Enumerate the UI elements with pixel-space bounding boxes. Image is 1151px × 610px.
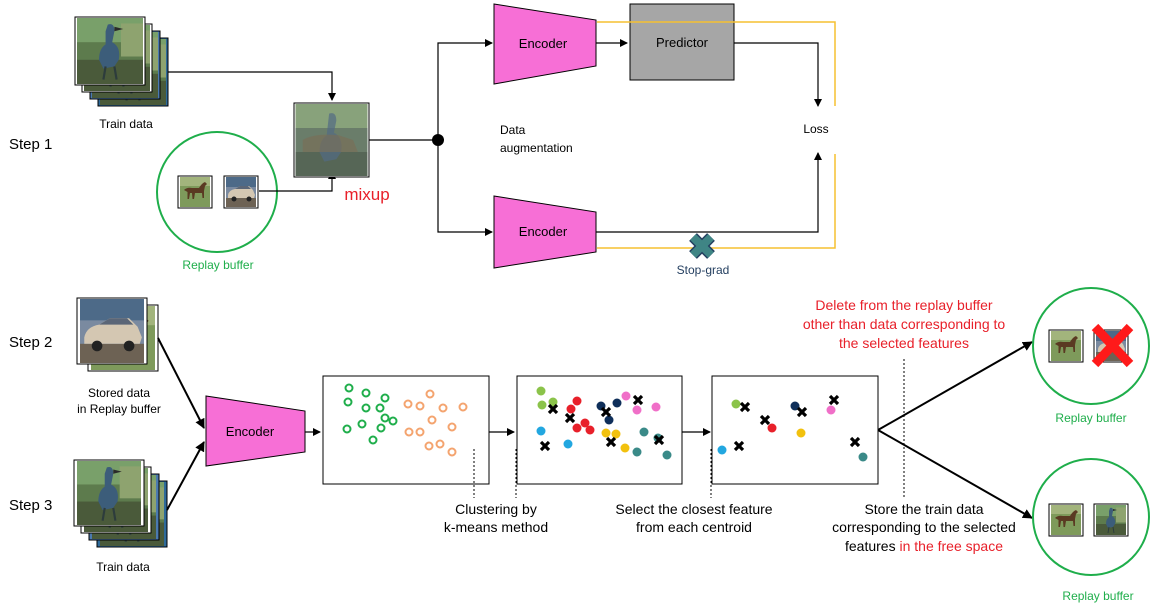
stored-data-line1: Stored data <box>88 386 150 400</box>
horse-thumbnail-top <box>1051 331 1081 361</box>
selected-panel <box>711 375 879 485</box>
encoder-top <box>493 3 597 85</box>
selected-points <box>717 399 868 462</box>
aug-label-line1: Data <box>500 123 526 137</box>
gradient-path-top <box>597 21 836 106</box>
cluster-points <box>536 386 672 460</box>
store-line3: features in the free space <box>845 538 1003 554</box>
store-line1: Store the train data <box>864 501 983 517</box>
delete-line2: other than data corresponding to <box>803 316 1006 332</box>
replay-buffer-circle-step1 <box>156 131 278 253</box>
bird-thumbnail-bottom <box>1095 505 1127 535</box>
predictor-label: Predictor <box>656 35 709 50</box>
stored-data-line2: in Replay buffer <box>77 402 161 416</box>
feature-points <box>342 383 468 457</box>
horse-thumbnail-bottom <box>1051 505 1081 535</box>
arrow-to-bottom-encoder <box>437 146 493 236</box>
aug-label-line2: augmentation <box>500 141 573 155</box>
encoder-top-label: Encoder <box>519 36 568 51</box>
loss-label: Loss <box>803 122 828 136</box>
mixup-label: mixup <box>344 185 389 204</box>
gradient-path-bottom <box>597 154 836 249</box>
arrow-encoder-to-loss <box>596 152 822 233</box>
stored-data-stack <box>76 297 159 372</box>
encoder-bottom-label: Encoder <box>519 224 568 239</box>
mixup-image <box>295 104 368 176</box>
car-thumbnail <box>226 177 256 207</box>
replay-buffer-caption-step1: Replay buffer <box>182 258 253 272</box>
centroid-markers <box>539 394 665 452</box>
train-data-caption-bottom: Train data <box>96 560 150 574</box>
replay-buffer-circle-bottom <box>1032 458 1150 576</box>
horse-thumbnail <box>180 177 210 207</box>
train-data-caption-top: Train data <box>99 117 153 131</box>
replay-buffer-circle-top <box>1032 287 1150 405</box>
predictor-box <box>629 3 735 81</box>
delete-line3: the selected features <box>839 335 969 351</box>
select-line1: Select the closest feature <box>615 501 772 517</box>
selected-centroid-markers <box>733 394 861 452</box>
arrow-to-top-encoder <box>437 39 493 134</box>
step3-label: Step 3 <box>9 497 52 514</box>
clustering-line1: Clustering by <box>455 501 537 517</box>
augmentation-junction <box>432 134 444 146</box>
step2-label: Step 2 <box>9 334 52 351</box>
replay-buffer-caption-bottom: Replay buffer <box>1062 589 1133 603</box>
arrow-predictor-to-loss <box>734 42 822 107</box>
train-data-stack-top <box>74 16 169 107</box>
train-data-stack-bottom <box>73 459 168 548</box>
delete-cross-icon <box>1091 323 1134 368</box>
stop-grad-label: Stop-grad <box>677 263 730 277</box>
store-line2: corresponding to the selected <box>832 519 1016 535</box>
replay-buffer-caption-top: Replay buffer <box>1055 411 1126 425</box>
encoder-pipeline <box>205 395 306 467</box>
arrow-replay-to-mixup <box>259 171 336 192</box>
arrow-train-to-mixup <box>168 71 336 101</box>
encoder-pipeline-label: Encoder <box>226 424 275 439</box>
select-line2: from each centroid <box>636 519 752 535</box>
encoder-bottom <box>493 195 597 269</box>
clustering-line2: k-means method <box>444 519 548 535</box>
stop-grad-icon <box>689 233 715 259</box>
delete-line1: Delete from the replay buffer <box>815 297 993 313</box>
step1-label: Step 1 <box>9 136 52 153</box>
